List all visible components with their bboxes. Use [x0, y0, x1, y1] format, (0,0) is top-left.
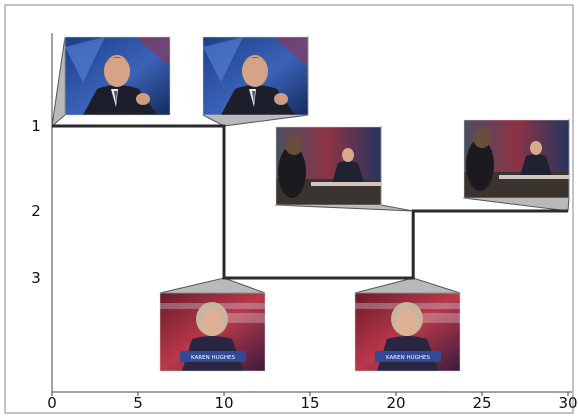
- x-tick-label: 25: [472, 394, 491, 412]
- thumb-speaker1-a: [64, 36, 171, 116]
- x-tick-label: 20: [386, 394, 405, 412]
- thumb-speaker3-b: [463, 119, 570, 199]
- outer-frame: [4, 4, 574, 414]
- x-tick-label: 5: [133, 394, 143, 412]
- y-tick-label: 3: [31, 269, 41, 287]
- thumb-speaker3-a: [275, 126, 382, 206]
- thumb-speaker1-b: [202, 36, 309, 116]
- axis-frame: [51, 33, 572, 393]
- y-tick-label: 1: [31, 117, 41, 135]
- x-tick-label: 10: [214, 394, 233, 412]
- x-tick-label: 0: [47, 394, 57, 412]
- connector-wedge: [159, 277, 266, 294]
- y-tick-label: 2: [31, 202, 41, 220]
- x-tick-label: 30: [558, 394, 577, 412]
- caption-name: KAREN HUGHES: [386, 355, 430, 361]
- caption-name: KAREN HUGHES: [191, 355, 235, 361]
- x-axis-ticks: 0 5 10 15 20 25 30: [47, 392, 578, 412]
- connector-wedge: [354, 277, 461, 294]
- connector-wedge: [51, 36, 66, 128]
- speaker-timeline-line: [52, 124, 568, 280]
- y-axis-ticks: 1 2 3: [31, 117, 41, 287]
- thumb-speaker2-b: KAREN HUGHES: [354, 292, 461, 372]
- x-tick-label: 15: [300, 394, 319, 412]
- thumbnails: KAREN HUGHES KAREN HUGHES: [64, 36, 570, 372]
- thumb-speaker2-a: KAREN HUGHES: [159, 292, 266, 372]
